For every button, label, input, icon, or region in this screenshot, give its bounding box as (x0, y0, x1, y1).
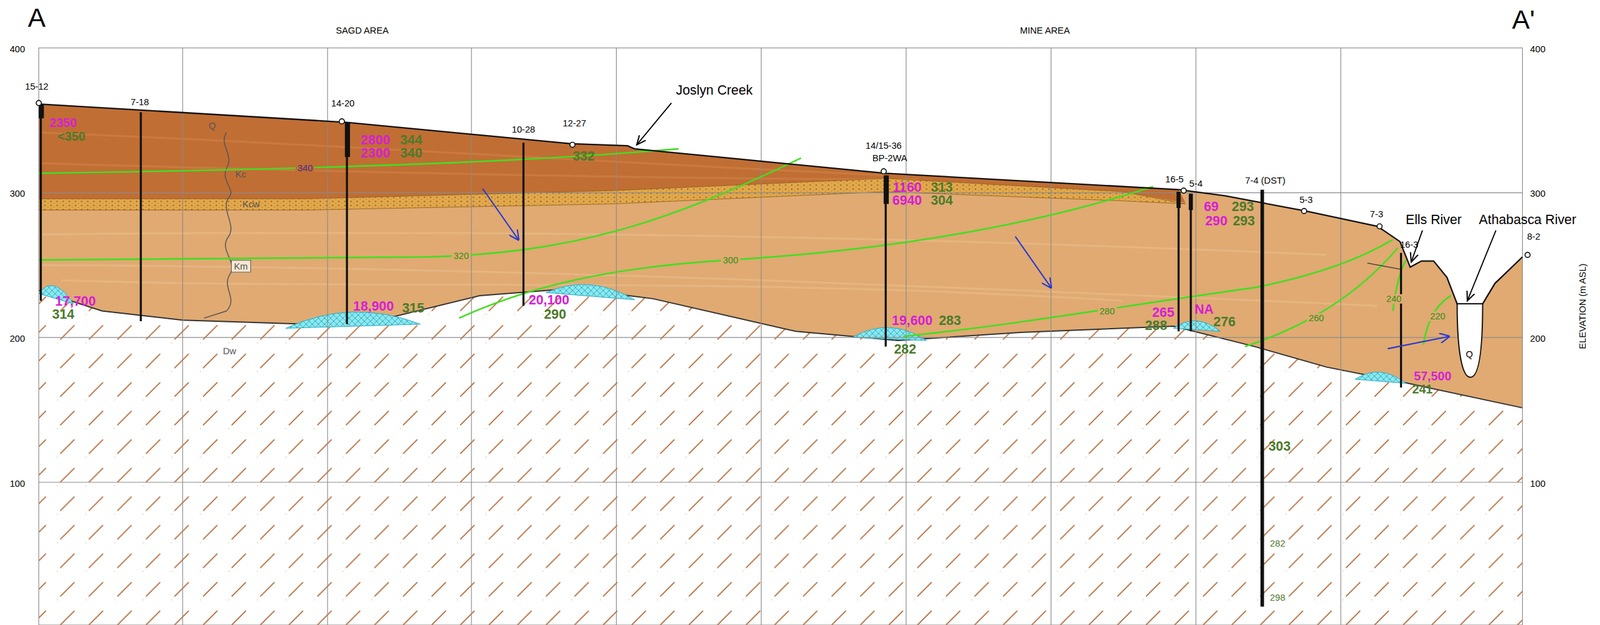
section-label: 12-27 (563, 118, 587, 129)
data-value: 290 (1205, 214, 1228, 228)
section-label: 340 (295, 163, 316, 174)
section-label: 240 (1384, 294, 1404, 304)
section-label: 220 (1428, 312, 1448, 322)
section-label: 14-20 (331, 98, 356, 108)
data-value: 57,500 (1413, 370, 1452, 384)
section-label: 7-3 (1370, 209, 1384, 220)
section-label: 16-5 (1165, 175, 1184, 185)
section-label: 400 (1530, 44, 1546, 54)
data-value: 282 (894, 343, 917, 357)
data-value: 2300 (360, 147, 390, 161)
data-value: 283 (939, 314, 962, 328)
section-label: 5-4 (1189, 179, 1203, 189)
section-label: 7-4 (DST) (1244, 176, 1285, 186)
section-label: 15-12 (24, 82, 49, 92)
section-label: Athabasca River (1479, 213, 1577, 227)
section-label: ELEVATION (m ASL) (1578, 263, 1588, 349)
data-value: 1160 (892, 181, 922, 195)
section-label: 100 (9, 478, 26, 489)
data-value: 290 (544, 308, 567, 322)
data-value: <350 (57, 130, 86, 144)
section-label: BP-2WA (872, 153, 908, 164)
data-value: 293 (1231, 200, 1255, 214)
section-label: Q (1466, 349, 1473, 359)
data-value: 344 (400, 133, 423, 147)
section-label: Kcw (242, 199, 260, 209)
data-value: 315 (402, 302, 425, 316)
data-value: 288 (1145, 320, 1168, 334)
data-value: 18,900 (353, 300, 394, 314)
section-label: 10-28 (511, 125, 536, 135)
section-label: 8-2 (1527, 232, 1541, 242)
section-label: 200 (9, 334, 26, 344)
section-label: SAGD AREA (335, 26, 389, 36)
section-label: A' (1512, 6, 1536, 34)
section-label: Q (208, 120, 216, 131)
data-value: 6940 (892, 194, 922, 208)
data-value: 314 (52, 308, 75, 322)
section-label: 282 (1269, 539, 1286, 549)
data-value: 2800 (360, 133, 390, 147)
section-label: 100 (1530, 478, 1546, 489)
section-label: 300 (9, 189, 26, 199)
section-label: Ells River (1405, 213, 1462, 227)
section-label: 300 (1530, 189, 1546, 199)
formation-label: Km (231, 259, 251, 273)
data-value: 20,100 (528, 294, 570, 308)
data-value: 313 (930, 181, 953, 195)
section-label: 280 (1097, 306, 1117, 316)
data-value: 19,600 (891, 314, 933, 328)
section-label: 298 (1269, 593, 1286, 603)
section-label: MINE AREA (1020, 26, 1070, 36)
section-label: Joslyn Creek (675, 84, 753, 98)
section-label: Kc (235, 170, 247, 180)
section-label: 16-3 (1400, 240, 1419, 250)
data-value: 241 (1411, 383, 1433, 397)
data-value: 69 (1203, 200, 1219, 214)
section-label: 300 (721, 255, 741, 265)
section-label: Dw (222, 346, 237, 356)
data-value: 265 (1152, 306, 1175, 320)
data-value: 340 (400, 147, 423, 161)
data-value: 303 (1268, 440, 1292, 454)
data-value: 332 (572, 150, 595, 164)
section-label: A (28, 4, 46, 32)
section-label: 200 (1530, 334, 1546, 344)
section-label: 320 (451, 251, 471, 261)
section-label: 260 (1306, 313, 1326, 324)
section-label: 7-18 (130, 97, 149, 107)
data-value: 276 (1213, 315, 1236, 329)
section-label: 400 (9, 44, 26, 54)
data-value: NA (1194, 303, 1214, 317)
section-label: 5-3 (1299, 195, 1313, 205)
section-label: 14/15-36 (865, 141, 902, 151)
data-value: 2350 (49, 117, 78, 130)
data-value: 304 (930, 194, 953, 208)
data-value: 17,700 (55, 295, 96, 309)
data-value: 293 (1232, 214, 1255, 228)
